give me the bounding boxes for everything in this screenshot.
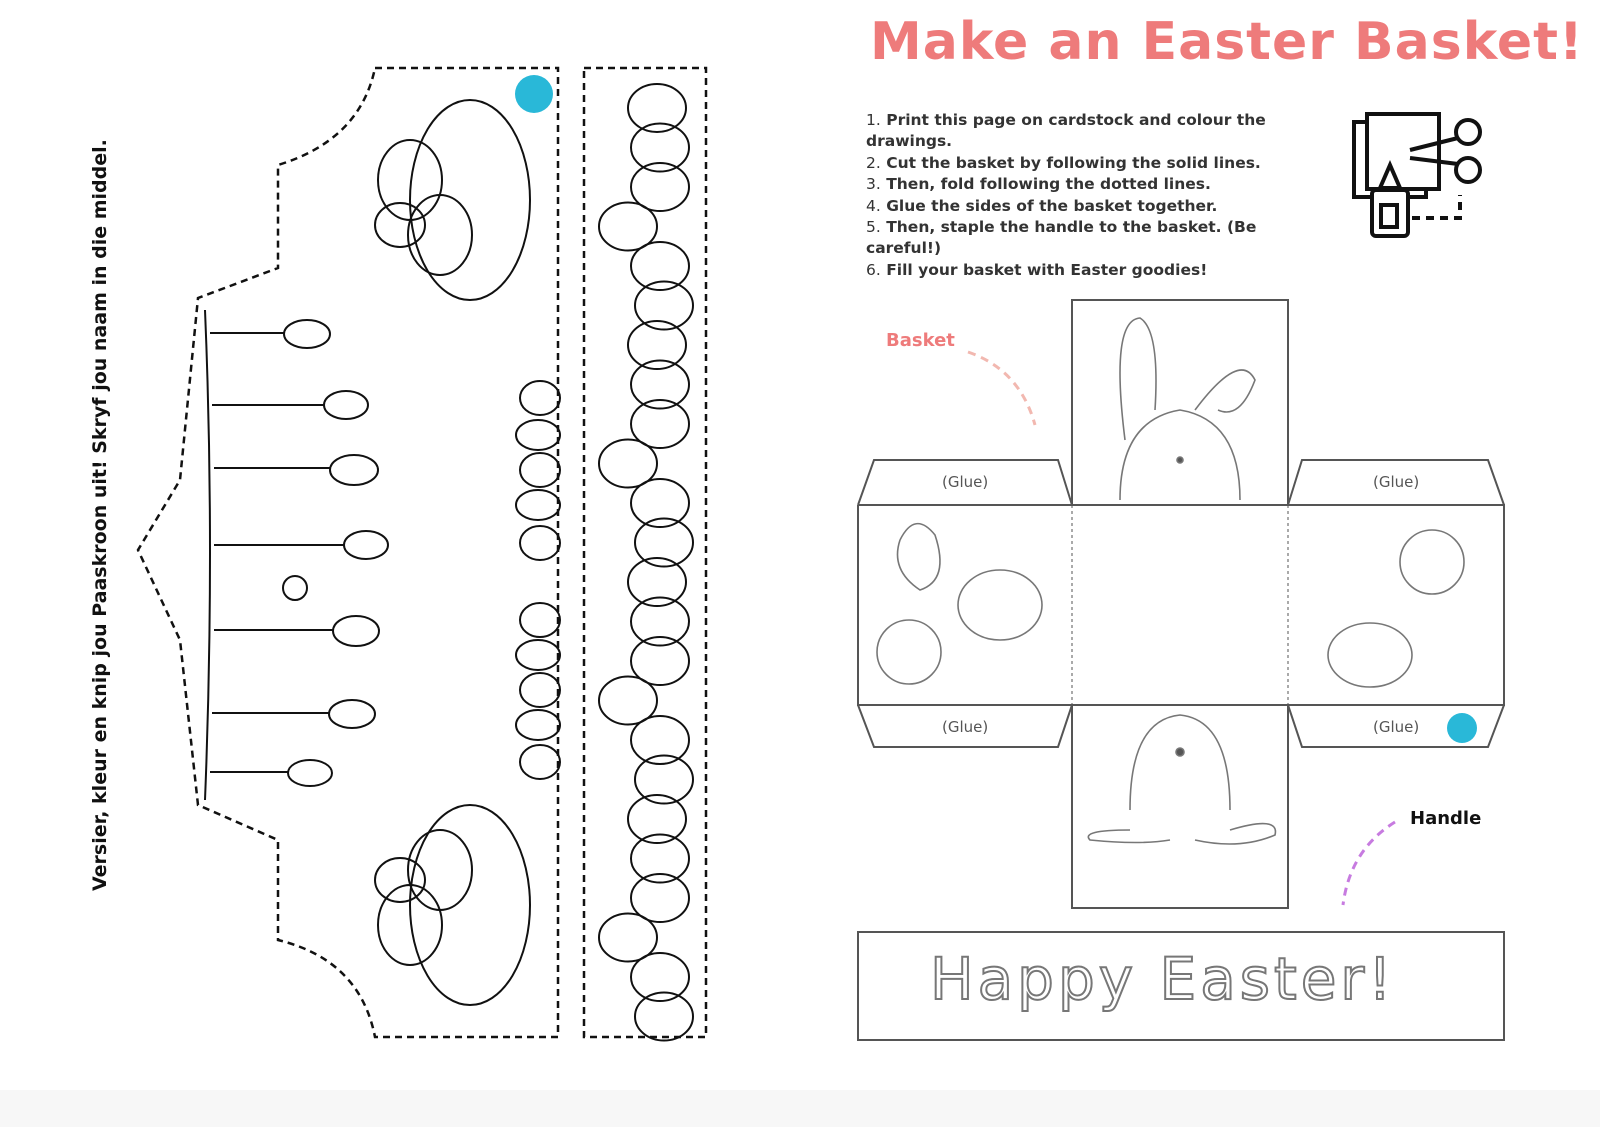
instruction-item: 1. Print this page on cardstock and colo… bbox=[866, 111, 1266, 151]
egg-drawing bbox=[627, 83, 687, 133]
handle-arrow bbox=[1341, 820, 1396, 906]
egg-drawing bbox=[630, 833, 690, 884]
basket-illustrations bbox=[876, 317, 1465, 845]
egg-drawing bbox=[630, 399, 690, 449]
bunny-drawing bbox=[519, 602, 561, 638]
glue-label-top-right: (Glue) bbox=[1373, 473, 1420, 491]
basket-label: Basket bbox=[886, 330, 955, 351]
egg-drawing bbox=[630, 715, 690, 765]
egg-drawing bbox=[630, 359, 690, 410]
egg-strip-illustration bbox=[598, 83, 694, 1042]
handle-label: Handle bbox=[1410, 808, 1482, 829]
egg-drawing bbox=[630, 122, 690, 173]
egg-drawing bbox=[598, 201, 658, 252]
egg-drawing bbox=[634, 754, 694, 805]
bunny-drawing bbox=[519, 744, 561, 780]
nest-bottom-illustration bbox=[374, 804, 531, 1006]
egg-drawing bbox=[634, 280, 694, 331]
egg-drawing bbox=[627, 794, 687, 844]
bunny-drawing bbox=[519, 525, 561, 561]
egg-drawing bbox=[630, 952, 690, 1002]
handle-text: Happy Easter! bbox=[929, 944, 1396, 1014]
egg-drawing bbox=[598, 675, 658, 726]
bunny-drawing bbox=[519, 452, 561, 488]
brand-logo bbox=[1447, 713, 1477, 743]
egg-drawing bbox=[634, 991, 694, 1042]
egg-drawing bbox=[627, 557, 687, 607]
instruction-item: 5. Then, staple the handle to the basket… bbox=[866, 218, 1257, 258]
egg-drawing bbox=[598, 438, 658, 489]
egg-drawing bbox=[630, 162, 690, 212]
crown-strip-outline bbox=[582, 66, 708, 1039]
egg-drawing bbox=[515, 419, 561, 451]
instruction-item: 4. Glue the sides of the basket together… bbox=[866, 196, 1218, 215]
glue-label-top-left: (Glue) bbox=[942, 473, 989, 491]
bunny-drawing bbox=[519, 380, 561, 416]
basket-net bbox=[857, 299, 1505, 1041]
instruction-item: 2. Cut the basket by following the solid… bbox=[866, 153, 1261, 172]
egg-drawing bbox=[630, 478, 690, 528]
egg-drawing bbox=[634, 517, 694, 568]
glue-label-bottom-left: (Glue) bbox=[942, 718, 989, 736]
bunny-drawing bbox=[519, 672, 561, 708]
egg-drawing bbox=[515, 709, 561, 741]
egg-drawing bbox=[598, 912, 658, 963]
bunnies-illustration bbox=[515, 380, 561, 780]
egg-drawing bbox=[515, 639, 561, 671]
egg-drawing bbox=[630, 241, 690, 291]
egg-drawing bbox=[627, 320, 687, 370]
instruction-item: 6. Fill your basket with Easter goodies! bbox=[866, 260, 1208, 279]
page-title: Make an Easter Basket! bbox=[870, 12, 1584, 72]
egg-drawing bbox=[515, 489, 561, 521]
egg-drawing bbox=[630, 596, 690, 647]
basket-arrow bbox=[967, 350, 1037, 426]
egg-drawing bbox=[630, 636, 690, 686]
glue-label-bottom-right: (Glue) bbox=[1373, 718, 1420, 736]
craft-scissors-glue-icon bbox=[1352, 112, 1482, 238]
page-footer bbox=[0, 1090, 1600, 1127]
instruction-item: 3. Then, fold following the dotted lines… bbox=[866, 175, 1211, 194]
instructions-list: 1. Print this page on cardstock and colo… bbox=[866, 110, 1306, 281]
egg-drawing bbox=[630, 873, 690, 923]
flower-stems-illustration bbox=[204, 309, 389, 801]
brand-logo bbox=[515, 75, 553, 113]
nest-top-illustration bbox=[374, 99, 531, 301]
